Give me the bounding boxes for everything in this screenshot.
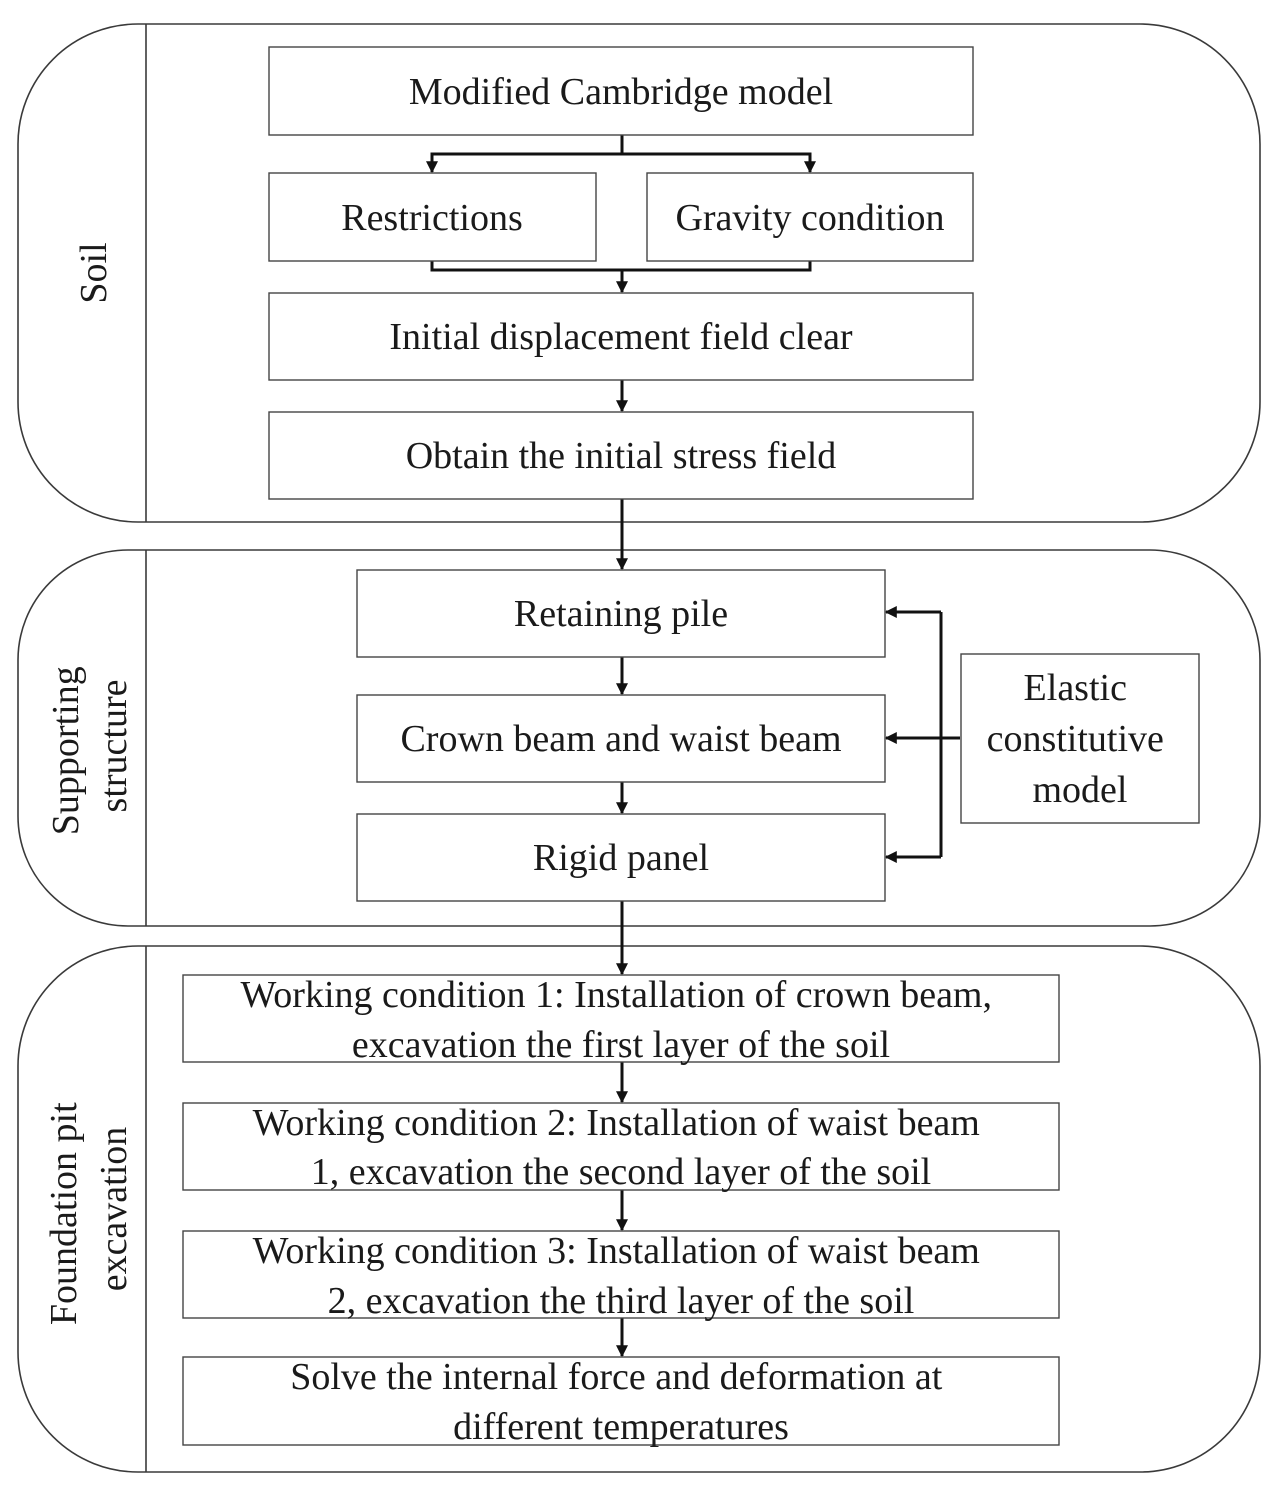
section-foundation-pit-excavation: Foundation pit excavation — [17, 945, 1261, 1473]
box-modified-cambridge-label: Modified Cambridge model — [409, 71, 833, 113]
box-restrictions: Restrictions — [268, 172, 597, 262]
box-initial-displacement: Initial displacement field clear — [268, 292, 974, 381]
box-crown-waist-beam-label: Crown beam and waist beam — [400, 718, 841, 760]
box-working-2-label: Working condition 2: Installation of wai… — [253, 1102, 990, 1193]
box-rigid-panel: Rigid panel — [356, 813, 886, 902]
section-supporting-structure: Supporting structure — [17, 549, 1261, 927]
box-working-condition-1: Working condition 1: Installation of cro… — [182, 974, 1060, 1066]
section-supporting-label: Supporting structure — [45, 657, 135, 835]
box-initial-stress-label: Obtain the initial stress field — [406, 435, 837, 477]
merge-line — [430, 261, 812, 272]
arrow-cambridge-to-gravity — [622, 152, 816, 174]
box-restrictions-label: Restrictions — [341, 197, 523, 239]
section-soil-label: Soil — [73, 242, 115, 303]
box-rigid-panel-label: Rigid panel — [533, 837, 709, 879]
box-initial-stress: Obtain the initial stress field — [268, 411, 974, 500]
connectors — [426, 135, 960, 1358]
box-working-condition-3: Working condition 3: Installation of wai… — [182, 1230, 1060, 1322]
box-modified-cambridge-model: Modified Cambridge model — [268, 46, 974, 136]
box-working-condition-2: Working condition 2: Installation of wai… — [182, 1102, 1060, 1193]
box-gravity-label: Gravity condition — [675, 197, 944, 239]
section-soil-frame — [17, 23, 1261, 523]
box-gravity-condition: Gravity condition — [646, 172, 974, 262]
box-working-3-label: Working condition 3: Installation of wai… — [253, 1230, 990, 1322]
section-excavation-label: Foundation pit excavation — [43, 1093, 135, 1325]
section-soil: Soil — [17, 23, 1261, 523]
box-retaining-pile-label: Retaining pile — [514, 593, 728, 635]
box-initial-displacement-label: Initial displacement field clear — [389, 316, 853, 358]
box-retaining-pile: Retaining pile — [356, 569, 886, 658]
box-crown-waist-beam: Crown beam and waist beam — [356, 694, 886, 783]
box-solve-internal-force: Solve the internal force and deformation… — [182, 1356, 1060, 1448]
box-elastic-constitutive-model: Elastic constitutive model — [960, 653, 1200, 824]
section-supporting-frame — [17, 549, 1261, 927]
box-elastic-label: Elastic constitutive model — [987, 667, 1174, 811]
section-excavation-frame — [17, 945, 1261, 1473]
arrow-cambridge-to-restrictions — [426, 135, 624, 174]
box-solve-label: Solve the internal force and deformation… — [290, 1356, 952, 1448]
box-working-1-label: Working condition 1: Installation of cro… — [240, 974, 1001, 1066]
